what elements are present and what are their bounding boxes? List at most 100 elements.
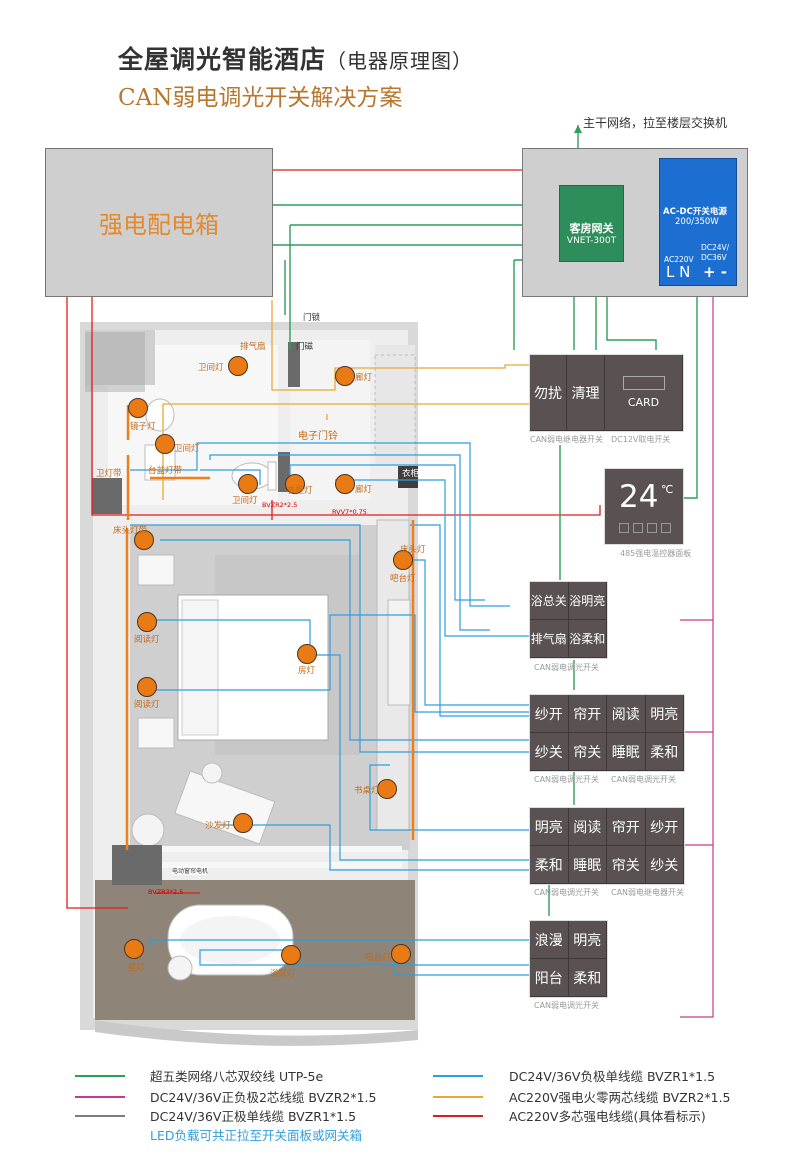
label-wardrobe: 衣柜 (402, 469, 420, 479)
bulb-wall (124, 939, 144, 959)
label-toilet-light-low: 卫间灯 (232, 496, 258, 506)
balcony-caption: CAN弱电调光开关 (534, 1001, 600, 1010)
label-bedhead-strip: 床头灯带 (113, 527, 147, 536)
button-do-not-disturb[interactable]: 勿扰 (530, 355, 567, 431)
label-corridor-light: 廊灯 (355, 373, 373, 383)
bulb-sofa (233, 813, 253, 833)
label-cable-2: RVV7*0.75 (332, 508, 367, 516)
psu-title: AC-DC开关电源 (663, 207, 727, 217)
legend-dc-neg: DC24V/36V负极单线缆 BVZR1*1.5 (509, 1069, 716, 1084)
bulb-corridor-top (335, 366, 355, 386)
button-bright[interactable]: 明亮 (530, 808, 569, 846)
wiring-dc-pos (680, 285, 714, 1018)
button-soft[interactable]: 柔和 (645, 733, 684, 771)
backbone-label: 主干网络，拉至楼层交换机 (583, 116, 728, 130)
button-sleep[interactable]: 睡眠 (607, 733, 646, 771)
bath-switch-panel: 浴总关 浴明亮 排气扇 浴柔和 (529, 581, 608, 659)
button-romantic[interactable]: 浪漫 (530, 921, 569, 959)
bulb-shelf (393, 550, 413, 570)
button-curtain-close[interactable]: 帘关 (568, 733, 607, 771)
button-bright[interactable]: 明亮 (568, 921, 607, 959)
label-desk-light: 书桌灯 (354, 786, 380, 796)
led-strips (125, 405, 415, 850)
label-sofa-light: 沙发灯 (205, 821, 231, 831)
label-toilet-light-mid: 卫间灯 (174, 444, 200, 454)
bulb-bedside (134, 530, 154, 550)
button-sheer-close[interactable]: 纱关 (645, 846, 684, 884)
bed-left-caption-2: CAN弱电调光开关 (611, 775, 677, 784)
label-bedside-light: 床头灯 (400, 545, 426, 555)
gateway-name: 客房网关 (569, 222, 614, 235)
page-subtitle: CAN弱电调光开关解决方案 (118, 85, 403, 111)
bulb-toilet-low (238, 474, 258, 494)
label-reading-light-2: 阅读灯 (134, 700, 160, 710)
ac-dc-power-supply: AC-DC开关电源 200/350W DC24V/ DC36V AC220V L… (659, 158, 737, 286)
legend-utp: 超五类网络八芯双绞线 UTP-5e (150, 1069, 324, 1084)
thermostat-panel[interactable]: 24 ℃ (604, 468, 684, 545)
button-bath-all-off[interactable]: 浴总关 (530, 582, 569, 620)
bulb-reading-1 (137, 612, 157, 632)
label-bath-light: 浴缸灯 (270, 969, 296, 979)
legend-ac220: AC220V强电火零两芯线缆 BVZR2*1.5 (509, 1090, 731, 1105)
door-caption-1: CAN弱电继电器开关 (530, 435, 604, 444)
button-bright[interactable]: 明亮 (645, 695, 684, 733)
bulb-corridor-low (335, 474, 355, 494)
button-reading[interactable]: 阅读 (607, 695, 646, 733)
button-sheer-close[interactable]: 纱关 (530, 733, 569, 771)
power-distribution-box: 强电配电箱 (45, 148, 273, 297)
button-bath-soft[interactable]: 浴柔和 (568, 620, 607, 658)
label-reading-light-1: 阅读灯 (134, 635, 160, 645)
button-sleep[interactable]: 睡眠 (568, 846, 607, 884)
legend-line-dc-pos2 (75, 1096, 125, 1098)
card-slot[interactable]: CARD (605, 355, 683, 431)
power-box-label: 强电配电箱 (99, 211, 219, 239)
label-door-lock: 门锁 (303, 313, 321, 323)
room-gateway: 客房网关 VNET-300T (559, 185, 624, 262)
card-slot-icon (622, 376, 665, 390)
bulb-toilet-mid (155, 434, 175, 454)
gateway-model: VNET-300T (566, 236, 617, 246)
label-corridor-light-2: 廊灯 (355, 485, 373, 495)
bulb-toilet-top (228, 356, 248, 376)
button-exhaust-fan[interactable]: 排气扇 (530, 620, 569, 658)
label-door-magnet: 门磁 (296, 342, 314, 352)
psu-pm: + - (703, 263, 728, 281)
button-soft[interactable]: 柔和 (568, 959, 607, 997)
label-cable-1: BVZR2*2.5 (262, 501, 298, 509)
legend-dc-pos1: DC24V/36V正极单线缆 BVZR1*1.5 (150, 1109, 357, 1124)
legend-line-dc-pos1 (75, 1115, 125, 1117)
legend-ac-multi: AC220V多芯强电线缆(具体看标示) (509, 1109, 706, 1124)
legend-dc-pos2: DC24V/36V正负极2芯线缆 BVZR2*1.5 (150, 1090, 377, 1105)
button-reading[interactable]: 阅读 (568, 808, 607, 846)
label-toilet-light-top: 卫间灯 (198, 363, 224, 373)
bulb-bath (281, 945, 301, 965)
button-bath-bright[interactable]: 浴明亮 (568, 582, 607, 620)
page-title: 全屋调光智能酒店（电器原理图） (118, 45, 474, 74)
door-caption-2: DC12V取电开关 (611, 435, 671, 444)
wiring-ac-multi (66, 169, 601, 909)
button-curtain-open[interactable]: 帘开 (607, 808, 646, 846)
thermostat-caption: 485强电温控器面板 (620, 549, 692, 558)
wiring-dc-neg (130, 442, 530, 976)
door-switch-panel: 勿扰 清理 CARD (529, 354, 684, 432)
button-sheer-open[interactable]: 纱开 (530, 695, 569, 733)
label-closet-light: 衣柜灯 (287, 486, 313, 496)
bath-caption: CAN弱电调光开关 (534, 663, 600, 672)
bedside-right-switch-panel: 明亮 阅读 帘开 纱开 柔和 睡眠 帘关 纱关 (529, 807, 685, 885)
button-curtain-open[interactable]: 帘开 (568, 695, 607, 733)
button-balcony[interactable]: 阳台 (530, 959, 569, 997)
bulb-balcony (391, 944, 411, 964)
button-clean-room[interactable]: 清理 (567, 355, 605, 431)
psu-in: AC220V (664, 255, 694, 264)
label-room-light: 房灯 (298, 666, 316, 676)
label-curtain-motor: 电动窗帘电机 (172, 866, 209, 875)
bulb-room (297, 644, 317, 664)
button-curtain-close[interactable]: 帘关 (607, 846, 646, 884)
label-wall-light: 壁灯 (128, 963, 146, 973)
thermostat-buttons (619, 523, 671, 533)
button-sheer-open[interactable]: 纱开 (645, 808, 684, 846)
arrow-icon (574, 125, 582, 133)
label-doorbell: 电子门铃 (298, 431, 338, 442)
button-soft[interactable]: 柔和 (530, 846, 569, 884)
